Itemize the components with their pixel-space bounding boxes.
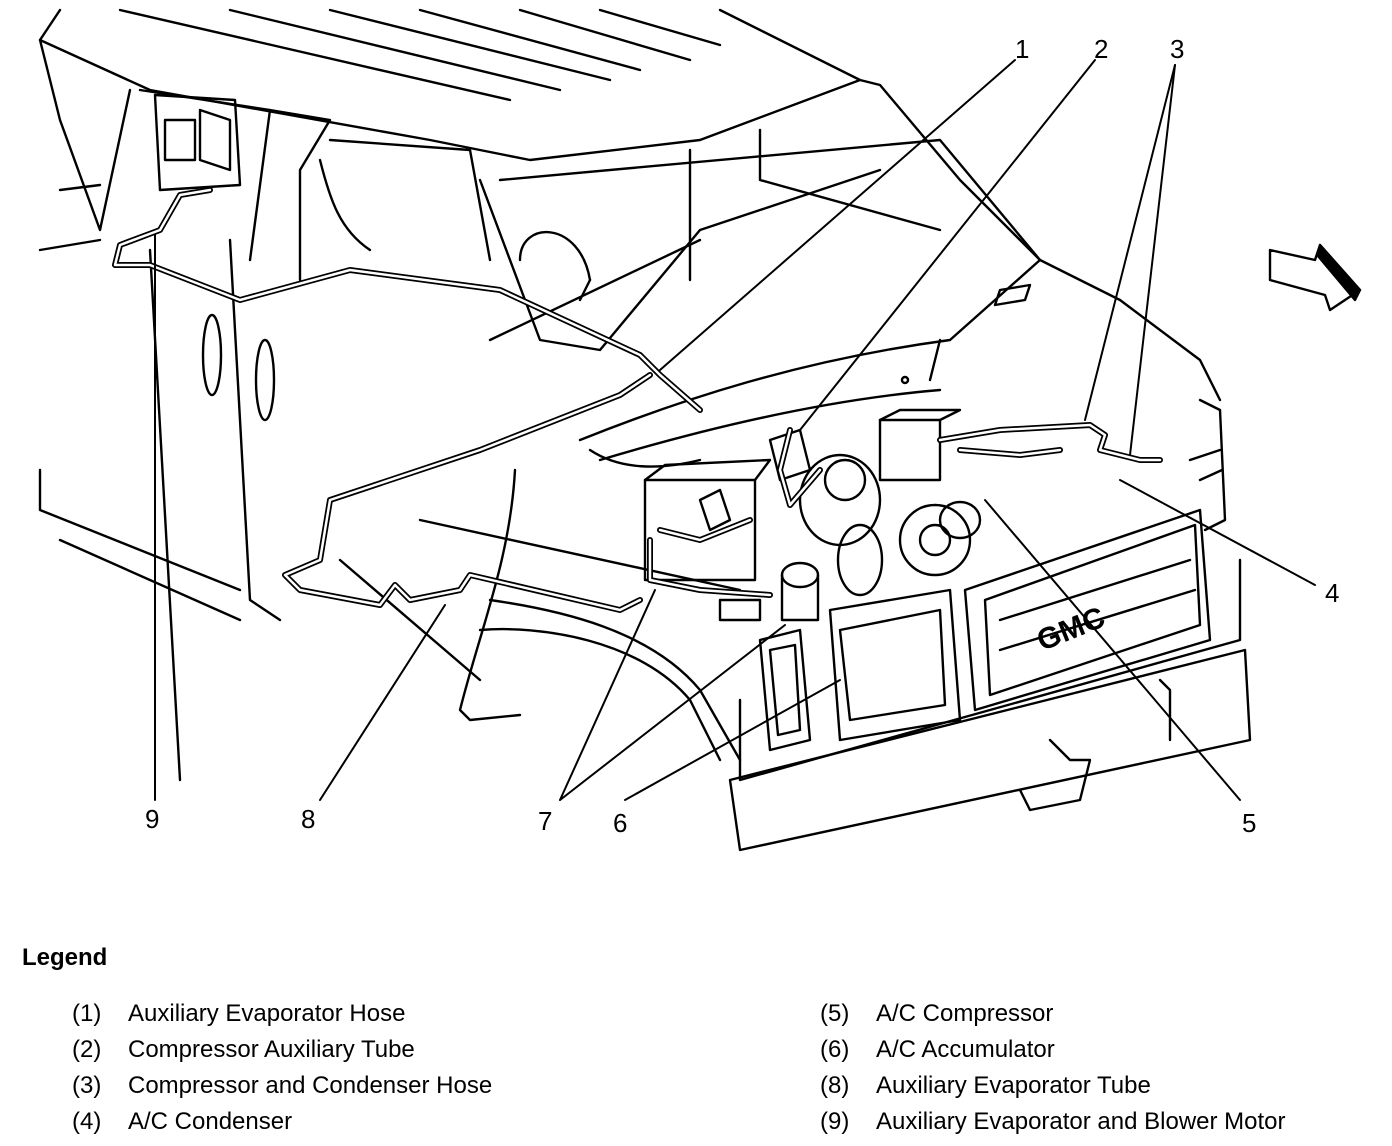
- front-fender: [458, 468, 742, 762]
- legend-item-text: Compressor and Condenser Hose: [128, 1072, 493, 1099]
- compressor-condenser-hose: [937, 422, 1163, 463]
- leader-lines: [154, 59, 1316, 801]
- legend-item-text: A/C Condenser: [128, 1108, 293, 1135]
- engine-components: [643, 408, 982, 622]
- direction-arrow-icon: [1268, 243, 1362, 312]
- legend-item: (8) Auxiliary Evaporator Tube: [820, 1068, 1286, 1104]
- callout-1: 1: [1015, 34, 1029, 64]
- legend-left-column: (1) Auxiliary Evaporator Hose (2) Compress…: [72, 996, 492, 1140]
- callout-8: 8: [301, 804, 315, 834]
- callout-7: 7: [538, 806, 552, 836]
- legend-item: (2) Compressor Auxiliary Tube: [72, 1032, 492, 1068]
- legend-item-number: (9): [820, 1108, 850, 1135]
- auxiliary-evaporator-tube: [112, 187, 703, 613]
- auxiliary-evaporator-unit: [153, 93, 242, 192]
- legend-item: (3) Compressor and Condenser Hose: [72, 1068, 492, 1104]
- legend-item-number: (8): [820, 1072, 850, 1099]
- vehicle-roof: [38, 8, 1042, 262]
- callout-5: 5: [1242, 808, 1256, 838]
- legend-item-number: (4): [72, 1108, 102, 1135]
- legend-item-text: Auxiliary Evaporator Hose: [128, 1000, 406, 1027]
- legend-item-text: Auxiliary Evaporator and Blower Motor: [876, 1108, 1286, 1135]
- callout-6: 6: [613, 808, 627, 838]
- callout-3: 3: [1170, 34, 1184, 64]
- legend-right-column: (5) A/C Compressor (6) A/C Accumulator (8)…: [820, 996, 1286, 1140]
- legend-item: (4) A/C Condenser: [72, 1104, 492, 1140]
- engine-bay: [578, 258, 1222, 468]
- legend-item-number: (1): [72, 1000, 102, 1027]
- callout-4: 4: [1325, 578, 1339, 608]
- legend-item-text: Auxiliary Evaporator Tube: [876, 1072, 1151, 1099]
- front-grille: GMC: [728, 398, 1252, 852]
- legend-item: (6) A/C Accumulator: [820, 1032, 1286, 1068]
- legend-item-number: (3): [72, 1072, 102, 1099]
- callout-9: 9: [145, 804, 159, 834]
- legend-item-number: (6): [820, 1036, 850, 1063]
- callout-2: 2: [1094, 34, 1108, 64]
- legend-item: (9) Auxiliary Evaporator and Blower Motor: [820, 1104, 1286, 1140]
- legend-item-text: A/C Compressor: [876, 1000, 1054, 1027]
- legend-item: (5) A/C Compressor: [820, 996, 1286, 1032]
- legend-item-number: (5): [820, 1000, 850, 1027]
- compressor-auxiliary-tube: [647, 427, 823, 598]
- ac-system-diagram: GMC: [38, 8, 1362, 852]
- legend-item-number: (2): [72, 1036, 102, 1063]
- legend-item-text: A/C Accumulator: [876, 1036, 1055, 1063]
- vehicle-body: [38, 38, 1042, 782]
- legend-item: (1) Auxiliary Evaporator Hose: [72, 996, 492, 1032]
- grille-badge: GMC: [1032, 601, 1109, 658]
- legend-title: Legend: [22, 944, 108, 971]
- legend-item-text: Compressor Auxiliary Tube: [128, 1036, 415, 1063]
